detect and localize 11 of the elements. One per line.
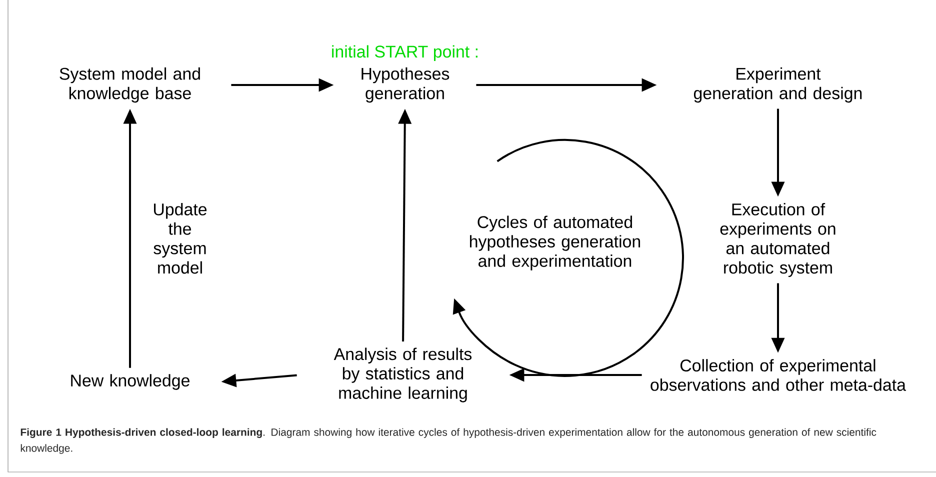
node-text: Hypotheses generation [362, 67, 450, 103]
caption: Figure 1 Hypothesis-driven closed-loop learning. Diagram showing how iterative cycles of hypothesis-driven experimentation allow for the autonomous generation of new scientific knowledge. [20, 428, 876, 454]
node-text: Analysis of results by statistics and machine learning [334, 348, 472, 402]
start-label: initial START point : [332, 45, 478, 61]
node-text: Collection of experimental observations and other meta-data [650, 359, 906, 391]
edge-label: Update the system model [138, 201, 222, 276]
node-text: Experiment generation and design [694, 67, 862, 103]
node-text: New knowledge [71, 374, 190, 390]
node-text: Execution of experiments on an automated robotic system [720, 202, 836, 278]
node-text: System model and knowledge base [60, 67, 200, 103]
center-label: Cycles of automated hypotheses generation and experimentation [470, 216, 640, 270]
